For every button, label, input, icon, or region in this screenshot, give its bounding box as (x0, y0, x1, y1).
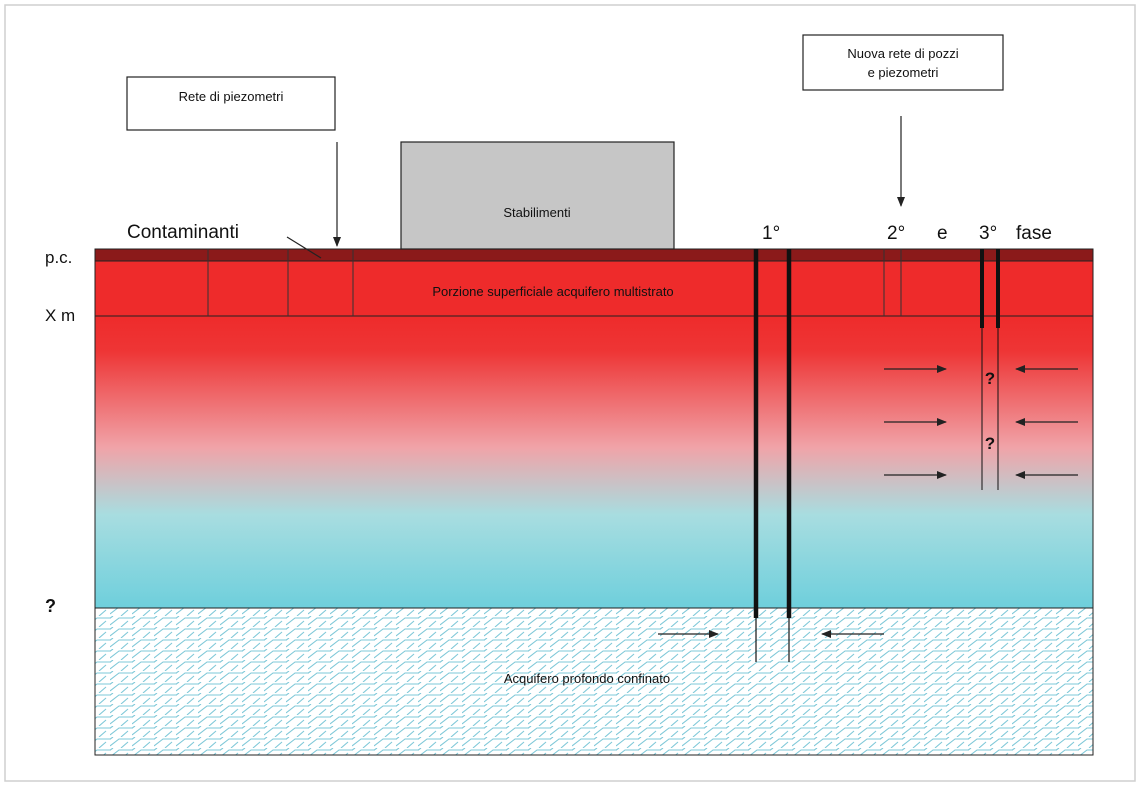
contaminants-leader (286, 236, 322, 259)
transition-zone (95, 316, 1093, 608)
shallow-aquifer-label: Porzione superficiale acquifero multistr… (432, 284, 673, 299)
contaminants-label: Contaminanti (127, 222, 239, 243)
plants-label: Stabilimenti (503, 205, 570, 220)
phase-second-label: 2° (887, 223, 905, 244)
unknown-depth-label: ? (45, 596, 56, 616)
ground-level-label: p.c. (45, 248, 72, 267)
topsoil-strip (94, 248, 1094, 262)
phase-1-wells (753, 249, 792, 662)
new-network-label-line2: e piezometri (868, 65, 939, 80)
phase-3-wells (980, 249, 1000, 490)
piezometer-network-label: Rete di piezometri (179, 89, 284, 104)
depth-marker-label: X m (45, 306, 75, 325)
phase-word-label: fase (1016, 223, 1052, 244)
new-network-box (802, 34, 1004, 91)
phase-and-label: e (937, 223, 948, 244)
plants-box (400, 141, 675, 250)
piezometer-network-box (126, 76, 336, 131)
shallow-aquifer-layer (94, 260, 1094, 317)
question-mark-lower: ? (985, 434, 995, 453)
deep-aquifer-label: Acquifero profondo confinato (504, 671, 670, 686)
phase-third-label: 3° (979, 223, 997, 244)
new-network-label-line1: Nuova rete di pozzi (847, 46, 958, 61)
question-mark-upper: ? (985, 369, 995, 388)
flow-arrows-right (658, 365, 947, 638)
phase-first-label: 1° (762, 223, 780, 244)
flow-arrows-left (821, 365, 1078, 638)
deep-aquifer-layer (94, 607, 1094, 756)
piezometer-lines (207, 249, 902, 316)
